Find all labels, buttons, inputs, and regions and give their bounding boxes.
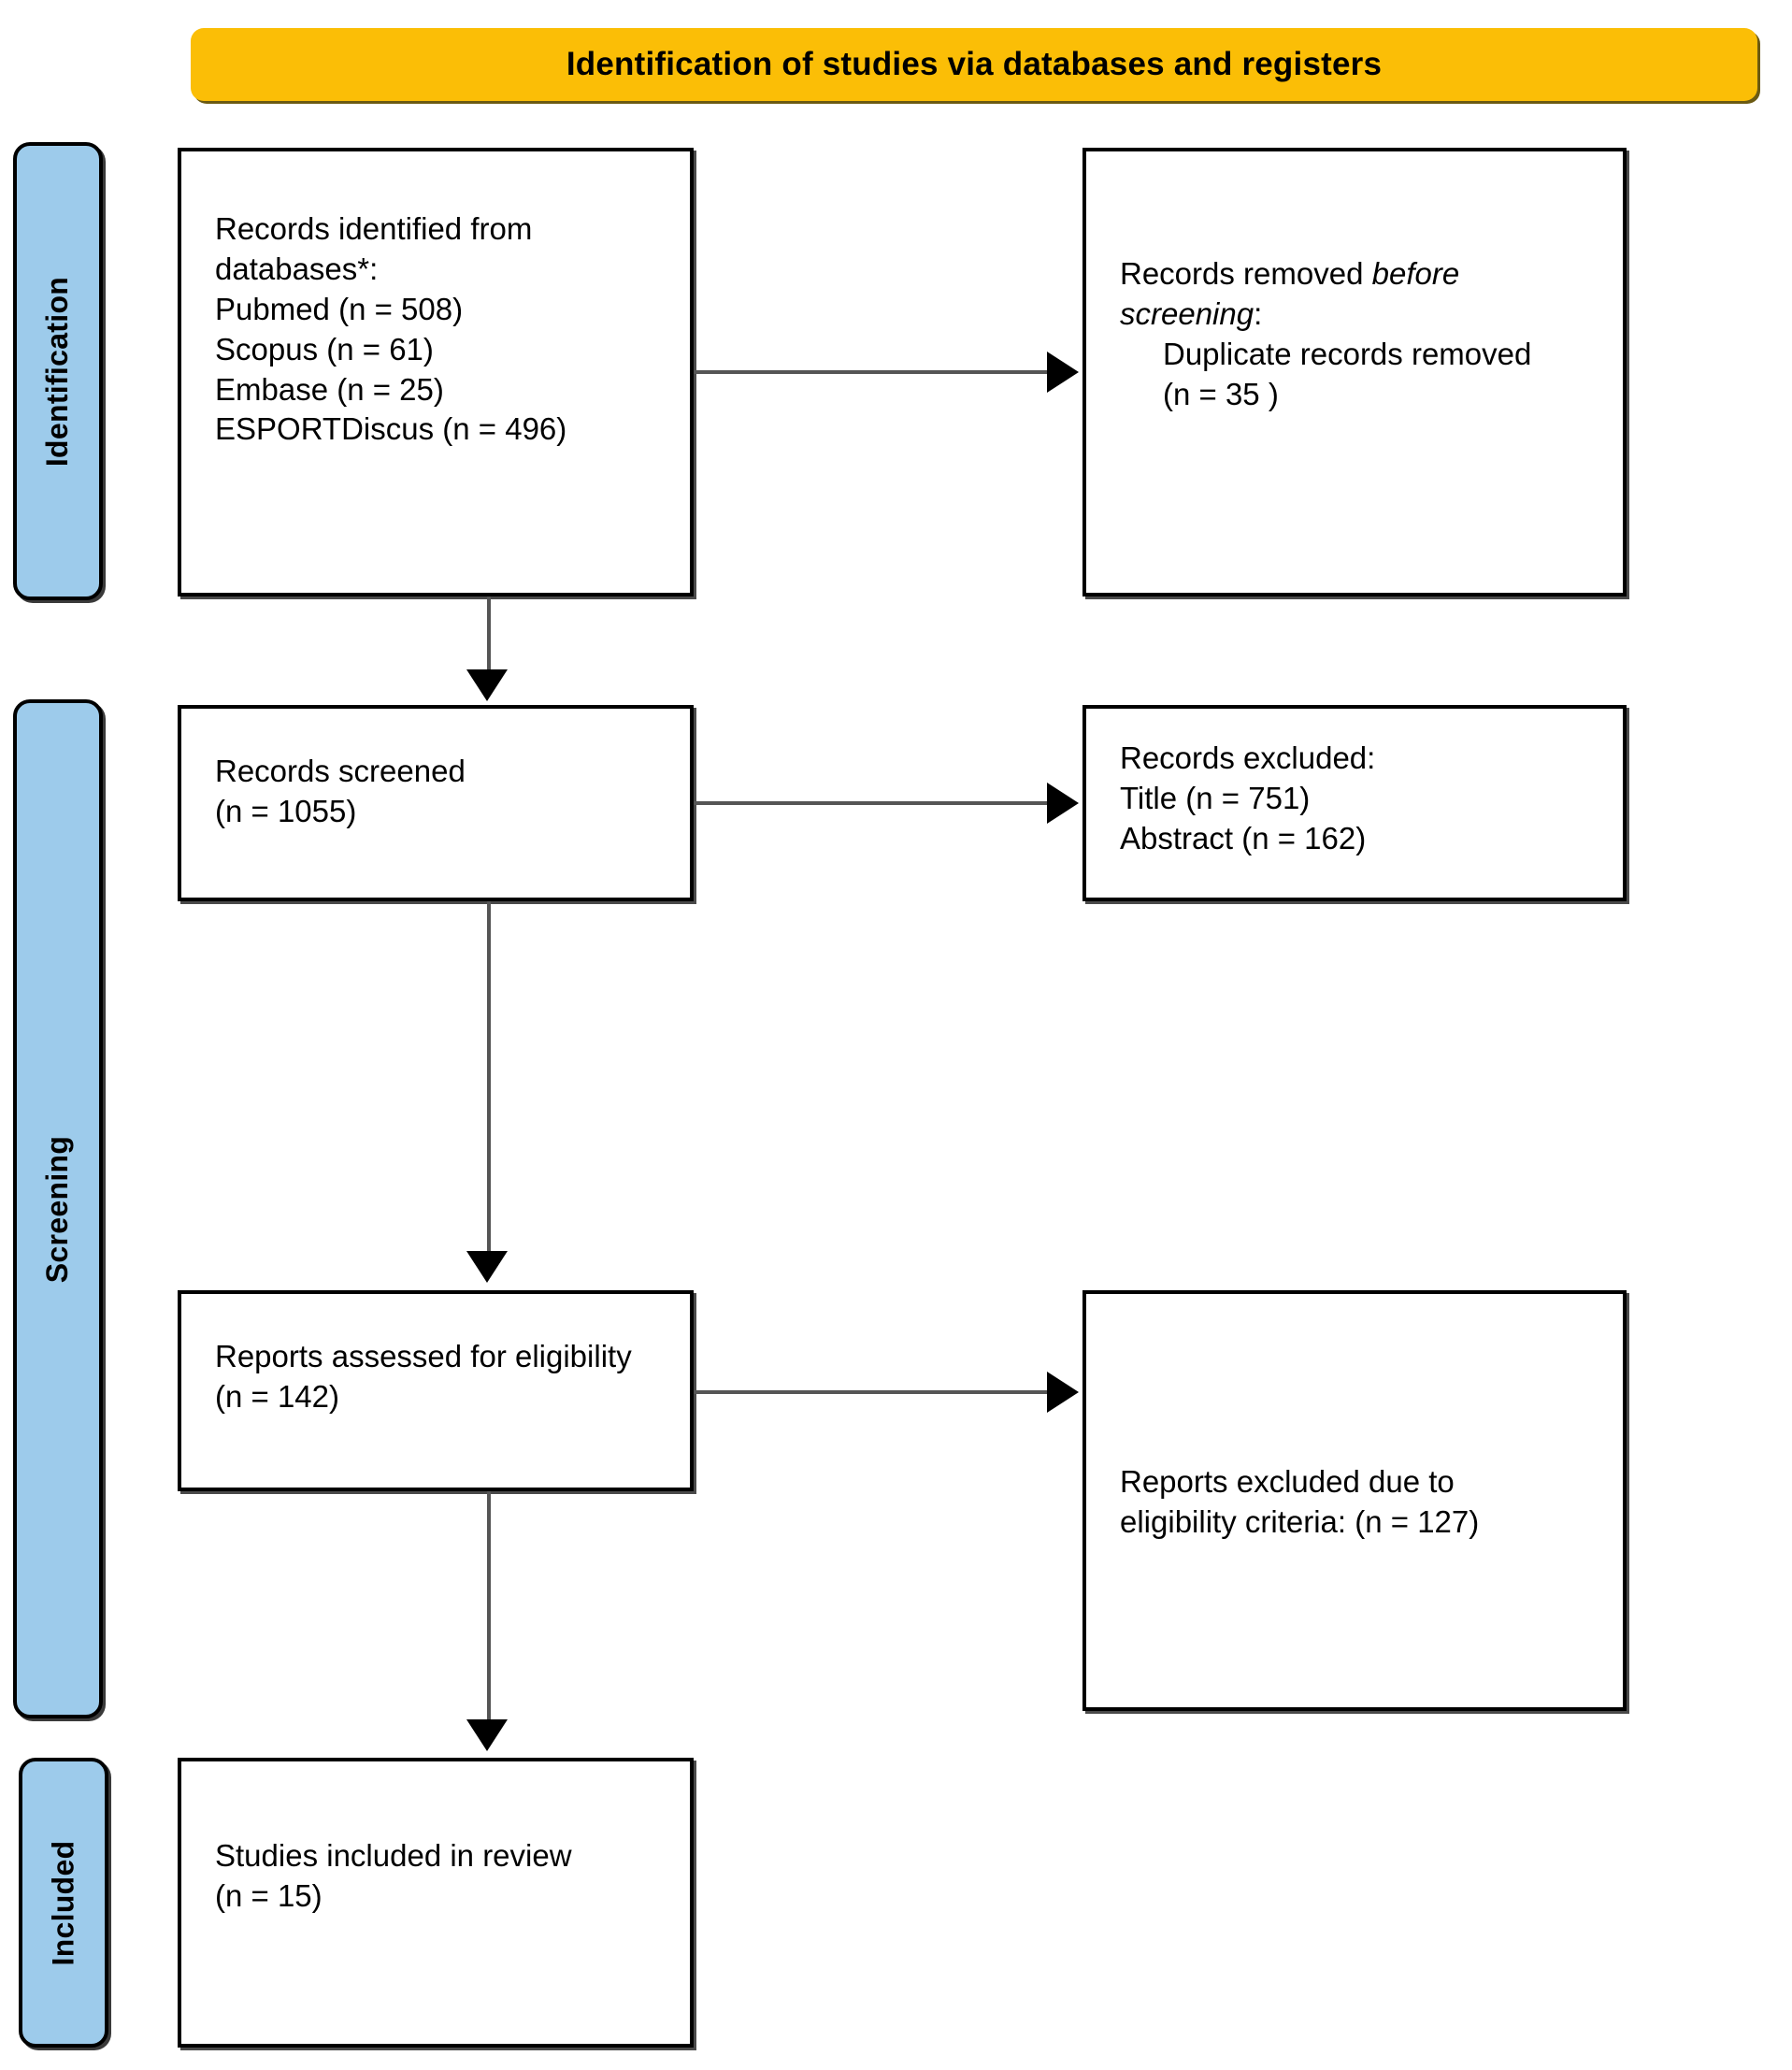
box-records-identified: Records identified from databases*: Pubm… (178, 148, 694, 597)
studies-included-count: (n = 15) (215, 1877, 323, 1913)
box-records-excluded-text: Records excluded: Title (n = 751) Abstra… (1120, 739, 1606, 859)
arrow-right-icon-screened-to-excluded (1047, 783, 1079, 824)
phase-label-included: Included (19, 1758, 108, 2048)
diagram-header-banner: Identification of studies via databases … (191, 28, 1757, 101)
records-identified-line-1: Records identified from (215, 211, 533, 246)
records-identified-embase: Embase (n = 25) (215, 371, 444, 407)
connector-screened-to-excluded (694, 801, 1049, 805)
reports-assessed-label: Reports assessed for eligibility (215, 1339, 632, 1373)
arrow-down-icon-assessed-to-included (466, 1719, 508, 1751)
records-removed-line-1: Records removed before (1120, 254, 1606, 295)
box-records-removed-text: Records removed before screening: Duplic… (1120, 254, 1606, 415)
records-removed-line-1-italic: before (1371, 256, 1460, 291)
reports-excluded-line-1: Reports excluded due to (1120, 1464, 1455, 1499)
records-identified-esportdiscus: ESPORTDiscus (n = 496) (215, 411, 567, 447)
phase-label-identification: Identification (13, 142, 103, 600)
records-removed-count: (n = 35 ) (1163, 376, 1279, 411)
box-reports-excluded: Reports excluded due to eligibility crit… (1082, 1290, 1627, 1711)
records-excluded-title: Title (n = 751) (1120, 780, 1311, 815)
box-reports-excluded-text: Reports excluded due to eligibility crit… (1120, 1462, 1606, 1543)
box-records-excluded: Records excluded: Title (n = 751) Abstra… (1082, 705, 1627, 901)
records-removed-line-1-plain: Records removed (1120, 256, 1372, 291)
reports-assessed-count: (n = 142) (215, 1378, 339, 1414)
connector-identified-to-removed (694, 370, 1049, 374)
connector-identified-to-screened (487, 597, 491, 673)
box-studies-included-text: Studies included in review (n = 15) (215, 1836, 673, 1917)
phase-label-included-text: Included (46, 1840, 80, 1965)
arrow-right-icon-assessed-to-reports-excluded (1047, 1372, 1079, 1413)
records-removed-line-2-plain: : (1254, 295, 1263, 331)
box-records-identified-text: Records identified from databases*: Pubm… (215, 209, 673, 450)
connector-screened-to-assessed (487, 901, 491, 1255)
studies-included-label: Studies included in review (215, 1838, 572, 1873)
records-removed-line-2-italic: screening (1120, 295, 1254, 331)
box-records-removed: Records removed before screening: Duplic… (1082, 148, 1627, 597)
phase-label-screening: Screening (13, 699, 103, 1718)
records-removed-duplicates: Duplicate records removed (1163, 336, 1532, 371)
records-excluded-abstract: Abstract (n = 162) (1120, 820, 1367, 855)
box-records-screened-text: Records screened (n = 1055) (215, 752, 673, 832)
arrow-down-icon-identified-to-screened (466, 669, 508, 701)
box-studies-included: Studies included in review (n = 15) (178, 1758, 694, 2048)
box-reports-assessed-text: Reports assessed for eligibility (n = 14… (215, 1337, 673, 1417)
records-identified-scopus: Scopus (n = 61) (215, 331, 434, 367)
records-screened-count: (n = 1055) (215, 793, 357, 828)
records-screened-label: Records screened (215, 754, 466, 788)
box-records-screened: Records screened (n = 1055) (178, 705, 694, 901)
records-identified-line-2: databases*: (215, 251, 379, 286)
box-reports-assessed: Reports assessed for eligibility (n = 14… (178, 1290, 694, 1491)
records-removed-line-2: screening: (1120, 295, 1606, 335)
reports-excluded-line-2: eligibility criteria: (n = 127) (1120, 1503, 1480, 1539)
phase-label-identification-text: Identification (40, 276, 75, 467)
records-excluded-label: Records excluded: (1120, 740, 1376, 775)
arrow-right-icon-identified-to-removed (1047, 352, 1079, 393)
records-identified-pubmed: Pubmed (n = 508) (215, 291, 464, 326)
connector-assessed-to-included (487, 1491, 491, 1723)
connector-assessed-to-reports-excluded (694, 1390, 1049, 1394)
arrow-down-icon-screened-to-assessed (466, 1251, 508, 1283)
phase-label-screening-text: Screening (40, 1135, 75, 1283)
page-title: Identification of studies via databases … (566, 46, 1383, 82)
